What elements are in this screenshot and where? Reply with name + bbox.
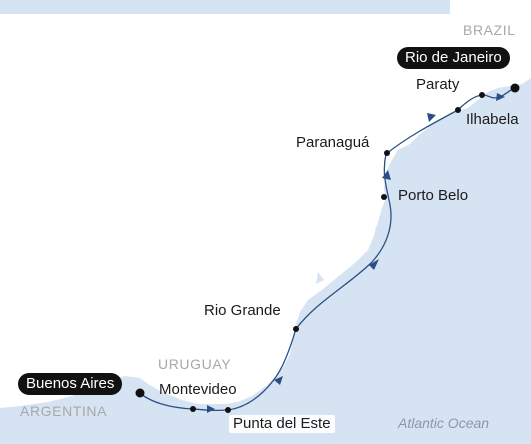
port-label-montevideo: Montevideo: [159, 381, 237, 398]
port-dot-buenos-aires: [135, 388, 145, 398]
land-mass: [0, 0, 531, 408]
arrow-3: [369, 259, 379, 270]
port-label-ilhabela: Ilhabela: [466, 111, 519, 128]
port-label-paraty: Paraty: [416, 76, 460, 93]
port-label-paranagua: Paranaguá: [296, 134, 370, 151]
arrow-4: [382, 170, 391, 180]
port-dot-rio-de-janeiro: [510, 83, 520, 93]
country-label-uruguay: URUGUAY: [158, 356, 232, 372]
country-label-argentina: ARGENTINA: [20, 403, 108, 419]
route-arrows: [207, 93, 505, 413]
port-dots: [135, 83, 520, 413]
port-dot-paraty: [479, 92, 485, 98]
port-label-porto-belo: Porto Belo: [398, 187, 469, 204]
port-label-buenos-aires: Buenos Aires: [18, 373, 123, 395]
port-dot-punta-del-este: [225, 407, 231, 413]
country-label-brazil: BRAZIL: [463, 22, 516, 38]
port-dot-ilhabela: [455, 107, 461, 113]
ocean-label: Atlantic Ocean: [398, 415, 490, 431]
port-label-punta-del-este: Punta del Este: [229, 415, 335, 433]
port-dot-porto-belo: [381, 194, 387, 200]
port-dot-paranagua: [384, 150, 390, 156]
arrow-6: [496, 93, 505, 101]
arrow-1: [207, 405, 215, 413]
port-dot-montevideo: [190, 406, 196, 412]
port-label-rio-grande: Rio Grande: [204, 302, 281, 319]
port-dot-rio-grande: [293, 326, 299, 332]
arrow-5: [427, 113, 436, 122]
arrow-2: [274, 376, 283, 385]
port-label-rio-de-janeiro: Rio de Janeiro: [397, 47, 510, 69]
coast-detail: [316, 180, 392, 284]
